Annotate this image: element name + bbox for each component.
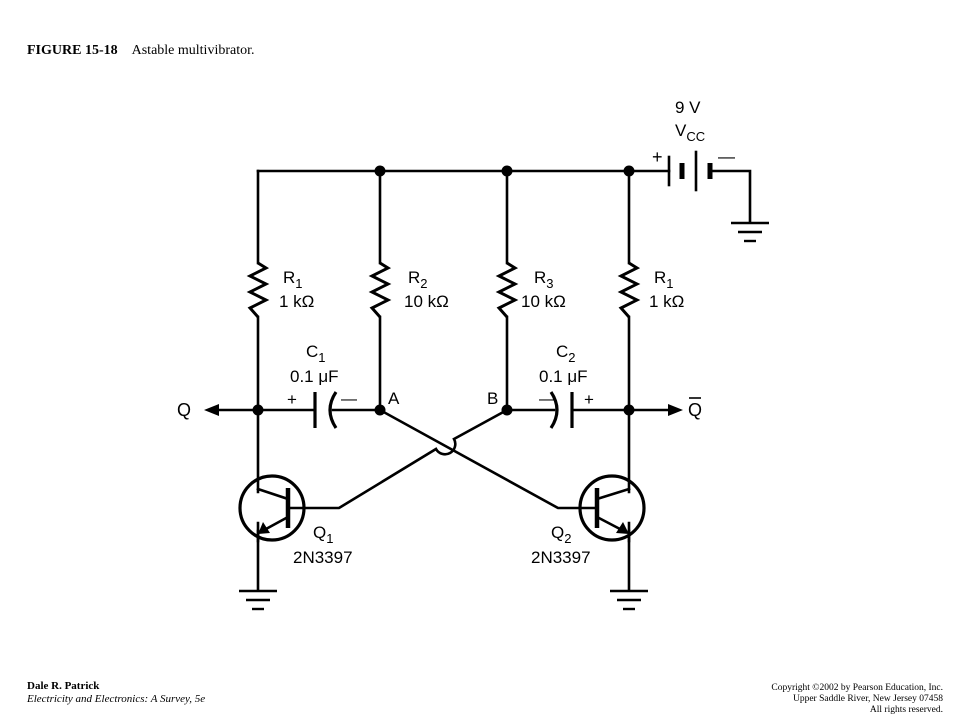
resistor-subscript: 1 (295, 276, 302, 291)
transistor-collector-lead (595, 487, 631, 501)
resistor-r2: R2 10 kΩ (368, 261, 449, 318)
transistor-label: Q2 (551, 523, 571, 546)
transistor-emitter-lead (595, 515, 622, 531)
resistor-subscript: 2 (420, 276, 427, 291)
capacitor-curved-plate (328, 391, 338, 429)
capacitor-value: 0.1 μF (290, 367, 339, 386)
figure-caption: Astable multivibrator. (131, 43, 255, 58)
supply-name: V (675, 121, 687, 140)
figure-title: FIGURE 15-18 Astable multivibrator. (27, 43, 255, 59)
resistor-value: 1 kΩ (279, 292, 314, 311)
resistor-zigzag (617, 261, 641, 318)
transistor-emitter-lead (264, 515, 290, 531)
transistor-part-number: 2N3397 (293, 548, 353, 567)
junction-dot (374, 165, 386, 177)
transistor-envelope (578, 474, 646, 542)
capacitor-c1: + — C1 0.1 μF (287, 342, 357, 429)
transistor-label: Q1 (313, 523, 333, 546)
capacitor-value: 0.1 μF (539, 367, 588, 386)
capacitor-c2: — + C2 0.1 μF (539, 342, 594, 429)
capacitor-subscript: 1 (318, 350, 325, 365)
capacitor-subscript: 2 (568, 350, 575, 365)
junction-dot (374, 404, 386, 416)
battery-minus-sign: — (718, 147, 735, 166)
junctions (252, 165, 635, 416)
transistor-subscript: 2 (564, 531, 571, 546)
transistor-q1: Q1 2N3397 (238, 474, 353, 567)
resistor-value: 10 kΩ (404, 292, 449, 311)
copyright-line: Copyright ©2002 by Pearson Education, In… (771, 683, 943, 693)
transistor-name: Q (313, 523, 326, 542)
footer-copyright: Copyright ©2002 by Pearson Education, In… (771, 683, 943, 716)
battery-plus-sign: + (652, 147, 663, 167)
q-output-label: Q (177, 400, 191, 420)
supply-name-label: VCC (675, 121, 705, 144)
q-bar-output-arrow (668, 404, 683, 416)
q-bar-output-label: Q (688, 400, 702, 420)
footer-author: Dale R. Patrick (27, 680, 100, 692)
resistor-name: R (654, 268, 666, 287)
resistor-r1-right: R1 1 kΩ (617, 261, 684, 318)
resistor-name: R (534, 268, 546, 287)
capacitor-label: C2 (556, 342, 576, 365)
resistor-value: 10 kΩ (521, 292, 566, 311)
resistor-zigzag (246, 261, 270, 318)
publisher-line: Upper Saddle River, New Jersey 07458 (792, 694, 943, 704)
capacitor-name: C (556, 342, 568, 361)
footer-attribution: Dale R. Patrick Electricity and Electron… (27, 680, 205, 706)
transistor-subscript: 1 (326, 531, 333, 546)
ground-symbol-q2 (610, 589, 648, 611)
resistor-r3: R3 10 kΩ (495, 261, 566, 318)
footer-book-title: Electricity and Electronics: A Survey, 5… (27, 693, 206, 705)
transistor-emitter-arrow (258, 522, 270, 534)
supply-name-subscript: CC (686, 129, 705, 144)
capacitor-curved-plate (549, 391, 559, 429)
resistor-label: R1 (654, 268, 674, 291)
junction-dot (623, 165, 635, 177)
transistor-q2: Q2 2N3397 (531, 474, 646, 567)
capacitor-plus-sign: + (584, 390, 594, 409)
capacitor-plus-sign: + (287, 390, 297, 409)
transistor-part-number: 2N3397 (531, 548, 591, 567)
rights-line: All rights reserved. (869, 705, 943, 715)
resistor-label: R1 (283, 268, 303, 291)
resistor-zigzag (368, 261, 392, 318)
capacitor-minus-sign: — (539, 391, 555, 408)
node-b-label: B (487, 389, 498, 408)
transistor-collector-lead (256, 487, 290, 501)
battery-vcc: + — 9 V VCC (652, 98, 735, 192)
b-to-q1-base-wire (286, 408, 509, 510)
ground-symbol-q1 (239, 589, 277, 611)
resistor-label: R3 (534, 268, 554, 291)
q-output-arrow (204, 404, 219, 416)
resistor-r1-left: R1 1 kΩ (246, 261, 314, 318)
supply-voltage-label: 9 V (675, 98, 701, 117)
junction-dot (501, 404, 513, 416)
transistor-emitter-arrow (616, 522, 629, 534)
transistor-name: Q (551, 523, 564, 542)
resistor-label: R2 (408, 268, 428, 291)
figure-number: FIGURE 15-18 (27, 43, 118, 58)
ground-symbol-battery (731, 221, 769, 243)
resistor-subscript: 1 (666, 276, 673, 291)
capacitor-label: C1 (306, 342, 326, 365)
capacitor-name: C (306, 342, 318, 361)
resistor-name: R (283, 268, 295, 287)
node-a-label: A (388, 389, 400, 408)
battery-ground-wire (708, 169, 752, 224)
junction-dot (252, 404, 264, 416)
resistor-zigzag (495, 261, 519, 318)
junction-dot (501, 165, 513, 177)
resistor-subscript: 3 (546, 276, 553, 291)
transistor-envelope (238, 474, 306, 542)
junction-dot (623, 404, 635, 416)
a-to-q2-base-wire (378, 408, 599, 510)
capacitor-minus-sign: — (341, 391, 357, 408)
resistor-name: R (408, 268, 420, 287)
resistor-value: 1 kΩ (649, 292, 684, 311)
